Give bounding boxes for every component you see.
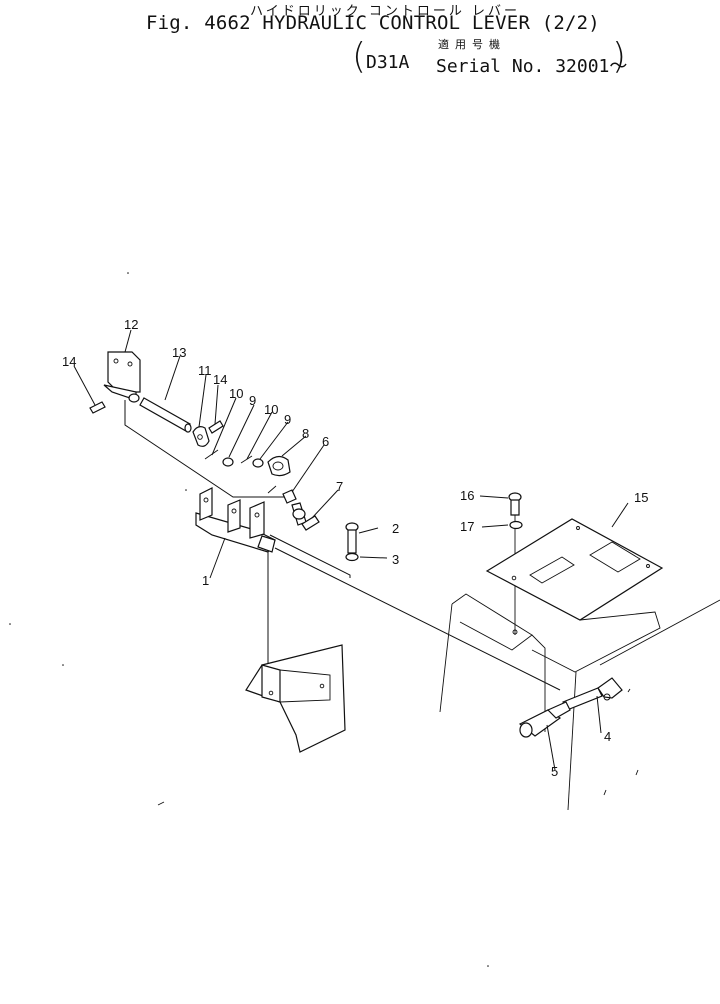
part-16-bolt [508,492,522,516]
part-2-bolt [345,522,359,554]
part-14-pin-right [208,420,224,434]
centerline-mid [269,534,351,578]
callout-13: 13 [172,345,186,360]
small-pin [267,485,277,494]
callout-15: 15 [634,490,648,505]
callout-labels: 12 13 14 11 14 10 9 10 9 8 6 7 2 3 1 16 … [62,317,648,779]
callout-9-b: 9 [284,412,291,427]
part-11-link [192,426,210,447]
right-body-panel [439,593,720,811]
part-12-hinge-bracket [103,351,141,403]
callout-6: 6 [322,434,329,449]
applicability-block: ( 適用号機 D31A Serial No. 32001～ ) [350,36,630,82]
part-7-pin [301,515,320,531]
part-8-yoke [267,455,291,477]
lower-console [245,644,346,753]
part-13-shaft [139,397,192,433]
part-5-knob [518,701,571,738]
centerline-main [274,547,561,691]
part-4-lever [562,677,623,711]
model-label: D31A [366,52,410,73]
header: ハイドロリック コントロール レバー Fig. 4662 HYDRAULIC C… [0,0,720,90]
callout-1: 1 [202,573,209,588]
callout-14-right: 14 [213,372,227,387]
figure-title: Fig. 4662 HYDRAULIC CONTROL LEVER (2/2) [146,12,600,34]
part-9-washer-b [252,458,264,468]
part-10-cotter-pin-a [204,449,219,460]
callout-10-b: 10 [264,402,278,417]
japanese-applicable-label: 適用号機 [438,38,506,51]
callout-16: 16 [460,488,474,503]
japanese-title: ハイドロリック コントロール レバー [250,4,521,19]
callout-8: 8 [302,426,309,441]
callout-11: 11 [198,363,212,378]
callout-5: 5 [551,764,558,779]
part-3-washer [345,552,359,562]
part-14-pin-left [89,401,106,414]
part-10-cotter-pin-b [240,455,253,464]
part-6-bolt [282,489,307,526]
right-paren: ) [612,36,627,77]
stray-marks [9,272,639,967]
callout-12: 12 [124,317,138,332]
callout-10-a: 10 [229,386,243,401]
part-15-cover-plate [485,518,664,621]
leader-lines [73,329,629,771]
callout-7: 7 [336,479,343,494]
callout-4: 4 [604,729,611,744]
left-paren: ( [352,36,367,77]
callout-3: 3 [392,552,399,567]
part-17-washer [509,520,523,530]
part-1-lever-bracket [195,487,276,553]
centerline-upper [124,400,285,498]
part-9-washer-a [222,457,234,467]
callout-9-a: 9 [249,393,256,408]
callout-2: 2 [392,521,399,536]
callout-17: 17 [460,519,474,534]
callout-14-left: 14 [62,354,76,369]
serial-label: Serial No. 32001～ [436,56,628,77]
